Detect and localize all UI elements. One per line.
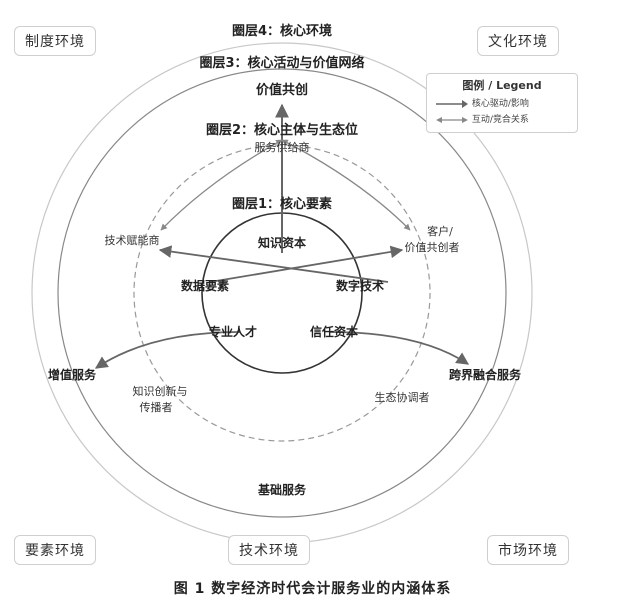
value-cocreation-label: 价值共创 xyxy=(256,82,308,98)
knowledge-innovator-line1: 知识创新与 xyxy=(133,384,188,398)
cross-border-service-label: 跨界融合服务 xyxy=(449,367,522,382)
layer2-title: 圈层2：核心主体与生态位 xyxy=(206,122,358,138)
solid-arrow-icon xyxy=(436,99,468,108)
data-element-label: 数据要素 xyxy=(181,278,229,293)
legend-title: 图例 / Legend xyxy=(462,79,542,92)
supplier-label: 服务供给商 xyxy=(255,140,310,154)
customer-label-line2: 价值共创者 xyxy=(405,241,460,254)
legend-row-drive: 核心驱动/影响 xyxy=(435,96,529,109)
arrow-data-to-customer xyxy=(209,245,404,283)
legend-drive-label: 核心驱动/影响 xyxy=(471,99,529,109)
digital-tech-label: 数字技术 xyxy=(336,278,384,293)
legend-row-interact: 互动/竞合关系 xyxy=(435,112,529,125)
customer-label-line1: 客户/ xyxy=(427,224,453,238)
value-added-service-label: 增值服务 xyxy=(48,367,97,382)
dashed-ring-layer2 xyxy=(133,144,431,442)
corner-technology-env: 技术环境 xyxy=(228,535,310,565)
arrow-digital-to-techenabler xyxy=(158,245,389,283)
knowledge-innovator-line2: 传播者 xyxy=(140,400,173,414)
tech-enabler-label: 技术赋能商 xyxy=(105,233,160,247)
arrow-trust-to-crossborder xyxy=(329,331,470,365)
basic-service-label: 基础服务 xyxy=(257,482,307,497)
arrow-talent-to-valueadded xyxy=(94,331,241,369)
corner-cultural-env: 文化环境 xyxy=(477,26,559,56)
double-arrow-icon xyxy=(436,116,468,123)
trust-capital-label: 信任资本 xyxy=(310,324,358,339)
legend: 图例 / Legend 核心驱动/影响 互动/竞合关系 xyxy=(426,73,578,133)
knowledge-capital-label: 知识资本 xyxy=(257,235,306,250)
legend-interact-label: 互动/竞合关系 xyxy=(471,115,529,125)
ring-layer3 xyxy=(57,68,507,518)
layer1-title: 圈层1：核心要素 xyxy=(232,196,332,212)
corner-institutional-env: 制度环境 xyxy=(14,26,96,56)
arrow-supplier-customer xyxy=(281,139,411,231)
talent-label: 专业人才 xyxy=(209,324,257,339)
arrow-supplier-techenabler xyxy=(160,139,283,231)
layer3-title: 圈层3：核心活动与价值网络 xyxy=(199,55,364,71)
corner-factor-env: 要素环境 xyxy=(14,535,96,565)
layer4-title: 圈层4：核心环境 xyxy=(232,23,332,39)
eco-coordinator-label: 生态协调者 xyxy=(375,390,430,404)
corner-market-env: 市场环境 xyxy=(487,535,569,565)
figure-caption: 图 1 数字经济时代会计服务业的内涵体系 xyxy=(173,581,452,597)
